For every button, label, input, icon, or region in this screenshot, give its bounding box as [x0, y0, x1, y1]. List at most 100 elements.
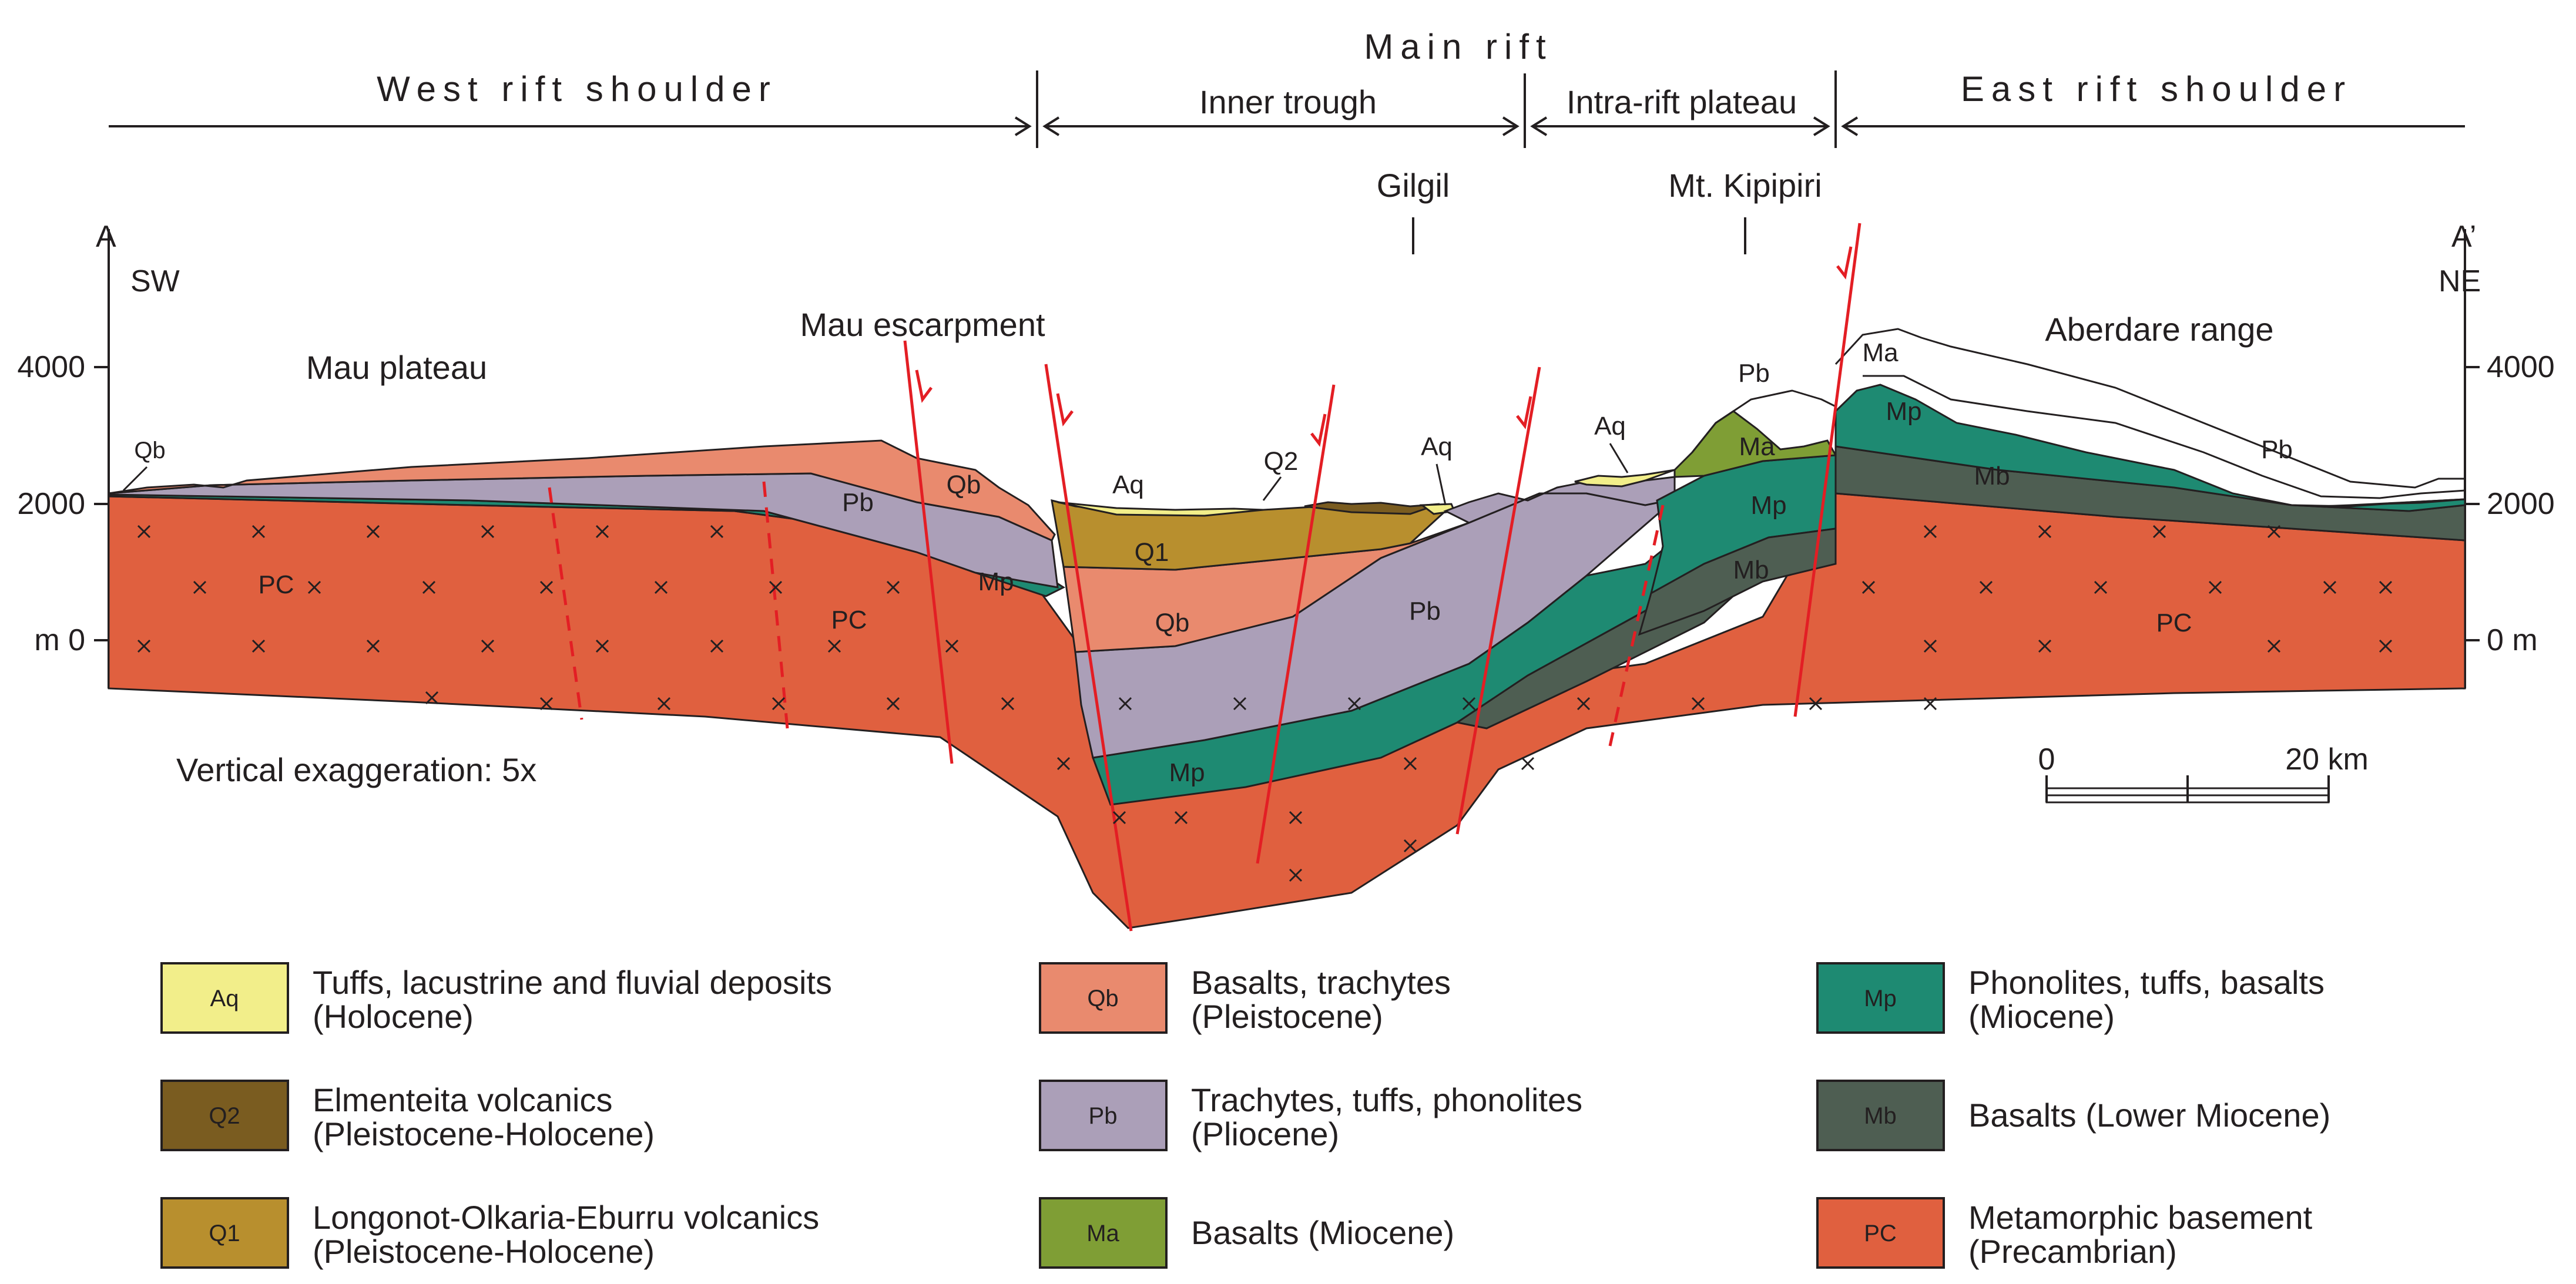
fault-buried-west-1	[548, 487, 583, 720]
label-qb-escarpment: Qb	[947, 470, 981, 499]
basement-x-mark	[251, 639, 266, 653]
ne-direction-label: NE	[2439, 264, 2481, 298]
y-tick-left-0: m 0	[34, 623, 85, 657]
intra-rift-plateau-label: Intra-rift plateau	[1567, 83, 1797, 120]
label-q1: Q1	[1135, 538, 1169, 567]
basement-x-mark	[1174, 811, 1188, 825]
west-rift-shoulder-label: West rift shoulder	[377, 69, 777, 109]
unit-ma-east	[2320, 498, 2466, 507]
fault-motion-arrows	[915, 246, 1853, 447]
label-qb-west: Qb	[134, 438, 165, 463]
legend-item-mb: Mb Basalts (Lower Miocene)	[1816, 1080, 2330, 1151]
aberdare-eroded-outline	[1834, 328, 2465, 489]
sw-direction-label: SW	[130, 264, 180, 298]
basement-x-mark	[1289, 811, 1303, 825]
label-q2: Q2	[1264, 447, 1299, 476]
legend-code: Q1	[209, 1221, 240, 1246]
label-aq-trough: Aq	[1112, 470, 1144, 499]
legend-swatch-mb	[1816, 1080, 1945, 1151]
label-aq-kipipiri: Aq	[1594, 412, 1626, 441]
section-annotations: A A’ SW NE 4000 2000 m 0 4000 2000 0 m G…	[17, 167, 2555, 688]
y-tick-left-2000: 2000	[17, 487, 85, 521]
legend-code: Pb	[1089, 1103, 1118, 1129]
basement-x-mark	[2152, 525, 2166, 539]
pb-eroded-outline-kipipiri	[1691, 389, 1836, 453]
legend-description: Basalts (Lower Miocene)	[1968, 1097, 2330, 1134]
fault-east-shoulder	[1793, 223, 1861, 717]
main-rift-title: Main rift	[1364, 27, 1552, 66]
legend-swatch-ma	[1039, 1197, 1168, 1269]
legend-swatch-q2	[160, 1080, 289, 1151]
legend-swatch-pc	[1816, 1197, 1945, 1269]
legend-description: Tuffs, lacustrine and fluvial deposits	[313, 964, 832, 1001]
basement-x-mark	[1001, 697, 1015, 711]
label-pb-east: Pb	[2261, 435, 2293, 464]
basement-x-mark	[1112, 811, 1126, 825]
basement-x-mark	[539, 580, 554, 594]
basement-x-mark	[657, 697, 671, 711]
basement-x-mark	[539, 697, 554, 711]
basement-x-mark	[1462, 697, 1476, 711]
legend-swatch-qb	[1039, 962, 1168, 1034]
unit-labels: PC PC PC Qb Qb Qb Pb Pb Pb Pb Mp Mp Mp M…	[122, 338, 2293, 787]
basement-x-mark	[251, 525, 266, 539]
basement-x-mark	[886, 580, 900, 594]
basement-x-mark	[1809, 697, 1823, 711]
basement-x-mark	[2323, 580, 2337, 594]
basement-texture-marks	[137, 525, 2393, 882]
label-pb-west: Pb	[842, 488, 874, 517]
basement-x-mark	[1233, 697, 1247, 711]
legend-description: Elmenteita volcanics	[313, 1081, 612, 1118]
faults	[548, 223, 1861, 932]
aberdare-range-label: Aberdare range	[2045, 311, 2273, 348]
fault-buried-intra-rift	[1608, 505, 1665, 747]
unit-mb-kipipiri	[1638, 527, 1837, 636]
label-aq-gilgil: Aq	[1421, 432, 1453, 461]
legend-description: Phonolites, tuffs, basalts	[1968, 964, 2325, 1001]
unit-aq-trough	[1057, 501, 1264, 517]
basement-x-mark	[1577, 697, 1591, 711]
basement-x-mark	[886, 697, 900, 711]
basement-x-mark	[425, 691, 439, 705]
section-header: Main rift West rift shoulder Inner troug…	[109, 27, 2465, 148]
basement-x-mark	[481, 525, 495, 539]
legend-swatch-pb	[1039, 1080, 1168, 1151]
basement-x-mark	[2038, 525, 2052, 539]
unit-q2	[1304, 501, 1440, 515]
basement-x-mark	[366, 639, 380, 653]
basement-x-mark	[1923, 697, 1937, 711]
legend-code: Mb	[1864, 1103, 1897, 1129]
basement-x-mark	[827, 639, 841, 653]
basement-x-mark	[1347, 697, 1361, 711]
legend-age: (Pliocene)	[1191, 1115, 1339, 1152]
basement-x-mark	[654, 580, 668, 594]
basement-x-mark	[2379, 580, 2393, 594]
legend-code: Q2	[209, 1103, 240, 1129]
legend-code: Mp	[1864, 986, 1897, 1011]
label-mp-trough: Mp	[1169, 758, 1205, 787]
basement-x-mark	[193, 580, 207, 594]
basement-x-mark	[1403, 757, 1417, 771]
legend-code: Qb	[1087, 986, 1118, 1011]
fault-gilgil-east	[1455, 367, 1541, 835]
basement-x-mark	[2267, 639, 2281, 653]
y-tick-left-4000: 4000	[17, 350, 85, 384]
basement-x-mark	[595, 639, 609, 653]
legend-description: Longonot-Olkaria-Eburru volcanics	[313, 1199, 819, 1236]
legend-item-q1: Q1 Longonot-Olkaria-Eburru volcanics(Plei…	[160, 1197, 819, 1270]
legend-age: (Miocene)	[1968, 998, 2115, 1035]
basement-x-mark	[2094, 580, 2108, 594]
label-mb-kipipiri: Mb	[1733, 556, 1769, 584]
label-mp-west: Mp	[978, 567, 1014, 596]
vertical-exaggeration-note: Vertical exaggeration: 5x	[176, 751, 536, 788]
scale-end-label: 20 km	[2285, 742, 2369, 777]
legend-age: (Pleistocene-Holocene)	[313, 1233, 655, 1270]
basement-x-mark	[2379, 639, 2393, 653]
legend-code: Ma	[1086, 1221, 1119, 1246]
legend-age: (Precambrian)	[1968, 1233, 2177, 1270]
